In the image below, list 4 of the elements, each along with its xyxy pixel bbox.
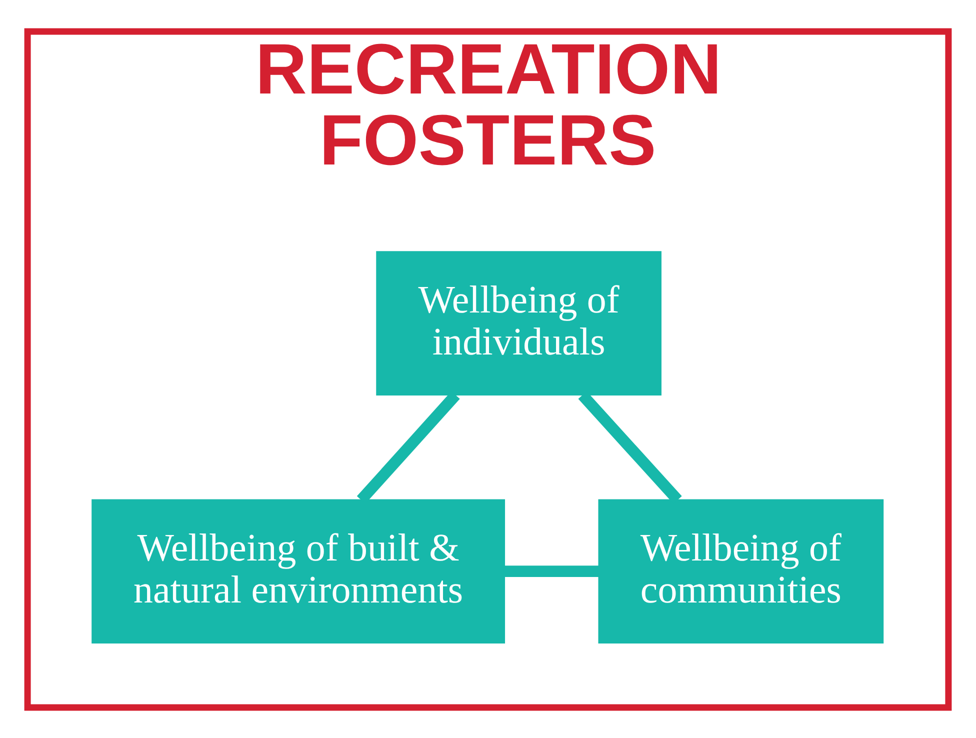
node-box: Wellbeing of individuals [376,250,662,395]
connector [504,565,599,577]
node-box: Wellbeing of built & natural environments [92,498,506,643]
node-box: Wellbeing of communities [598,498,884,643]
